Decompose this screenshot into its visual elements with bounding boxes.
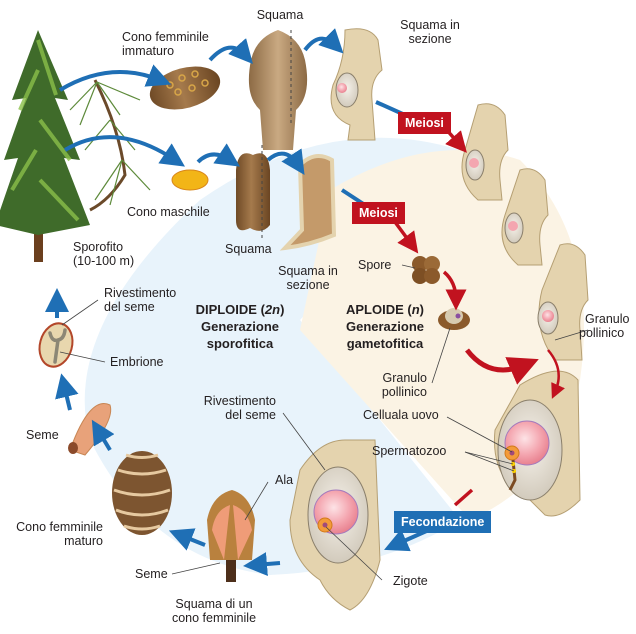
diploid-phase-title: DIPLOIDE (2n) Generazione sporofitica: [185, 301, 295, 352]
red-process-arrows: [393, 126, 565, 507]
label-pollen-right-line1: Granulo: [585, 312, 630, 326]
label-female-scale-line1: Squama di un: [175, 597, 253, 611]
haploid-title-text: APLOIDE (: [345, 302, 412, 317]
mature-female-cone-icon: [112, 451, 172, 535]
spores-icon: [412, 256, 440, 284]
label-squama-section-top-line2: sezione: [408, 32, 452, 46]
label-male-cone: Cono maschile: [127, 205, 210, 219]
haploid-title-close: ): [419, 302, 425, 317]
haploid-generation-type: gametofitica: [346, 336, 424, 351]
seed-embryo-icon: [38, 322, 74, 368]
label-squama-section-mid-line2: sezione: [286, 278, 330, 292]
label-spores: Spore: [358, 258, 392, 272]
sporophyte-tree-icon: [0, 30, 90, 262]
label-wing: Ala: [275, 473, 294, 487]
pollen-grain-icon: [438, 308, 470, 330]
label-sporophyte-line2: (10-100 m): [73, 254, 135, 268]
male-scale-icon: [236, 153, 270, 231]
meiosis-tag-top: Meiosi: [398, 112, 451, 134]
label-female-scale-line2: cono femminile: [171, 611, 257, 625]
label-egg-cell: Celluala uovo: [363, 408, 439, 422]
label-squama-top: Squama: [256, 8, 304, 22]
label-seed-bottom: Seme: [135, 567, 168, 581]
male-cone-icon: [171, 169, 209, 191]
haploid-generation-label: Generazione: [345, 319, 425, 334]
zygote-ovule-icon: [289, 439, 381, 611]
label-seed-coat-left-line2: del seme: [104, 300, 155, 314]
pine-branch-icon: [69, 79, 151, 212]
male-scale-section-icon: [279, 154, 337, 251]
label-embryo: Embrione: [110, 355, 164, 369]
label-pollen-mid-line1: Granulo: [382, 371, 427, 385]
label-zygote: Zigote: [393, 574, 428, 588]
haploid-phase-title: APLOIDE (n) Generazione gametofitica: [330, 301, 440, 352]
female-scale-top-icon: [248, 30, 308, 150]
female-scale-with-seeds-icon: [207, 490, 255, 582]
meiosis-tag-mid: Meiosi: [352, 202, 405, 224]
diploid-title-text: DIPLOIDE (: [195, 302, 265, 317]
fertilization-tag: Fecondazione: [394, 511, 492, 533]
label-squama-section-top-line1: Squama in: [400, 18, 460, 32]
haploid-ploidy: n: [411, 302, 420, 317]
diploid-ploidy: 2n: [264, 302, 281, 317]
ovule-development-scales: [461, 103, 589, 517]
leader-lines: [59, 264, 589, 581]
label-seed-coat-bottom-line1: Rivestimento: [203, 394, 276, 408]
immature-female-cone-icon: [149, 66, 221, 110]
label-mature-cone-line1: Cono femminile: [16, 520, 103, 534]
label-sporophyte-line1: Sporofito: [73, 240, 124, 254]
label-seed-coat-bottom-line2: del seme: [225, 408, 276, 422]
label-seed-coat-left-line1: Rivestimento: [104, 286, 177, 300]
diploid-title-close: ): [280, 302, 285, 317]
label-immature-cone-line1: Cono femminile: [122, 30, 209, 44]
label-sperm: Spermatozoo: [372, 444, 447, 458]
label-squama-mid: Squama: [225, 242, 272, 256]
diploid-generation-label: Generazione: [200, 319, 280, 334]
diploid-generation-type: sporofitica: [206, 336, 274, 351]
label-pollen-right-line2: pollinico: [579, 326, 625, 340]
label-seed-left: Seme: [26, 428, 59, 442]
label-immature-cone-line2: immaturo: [122, 44, 175, 58]
label-pollen-mid-line2: pollinico: [381, 385, 427, 399]
label-squama-section-mid-line1: Squama in: [278, 264, 338, 278]
label-mature-cone-line2: maturo: [64, 534, 103, 548]
